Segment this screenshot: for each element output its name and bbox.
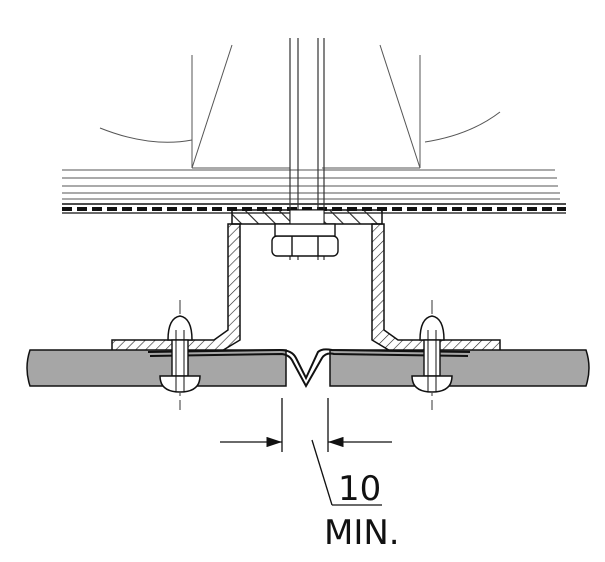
right-fastener [411,300,453,410]
floor-layers [62,169,560,200]
leader-line [311,439,333,506]
flexible-seal [147,348,471,389]
top-plate [231,209,383,225]
dimension-annotation [220,398,392,506]
concrete-slabs [26,349,590,387]
left-fastener [159,300,201,410]
dimension-qualifier: MIN. [324,513,400,553]
upper-structure [99,44,501,169]
dimension-value: 10 [338,469,381,509]
nut [271,223,339,257]
